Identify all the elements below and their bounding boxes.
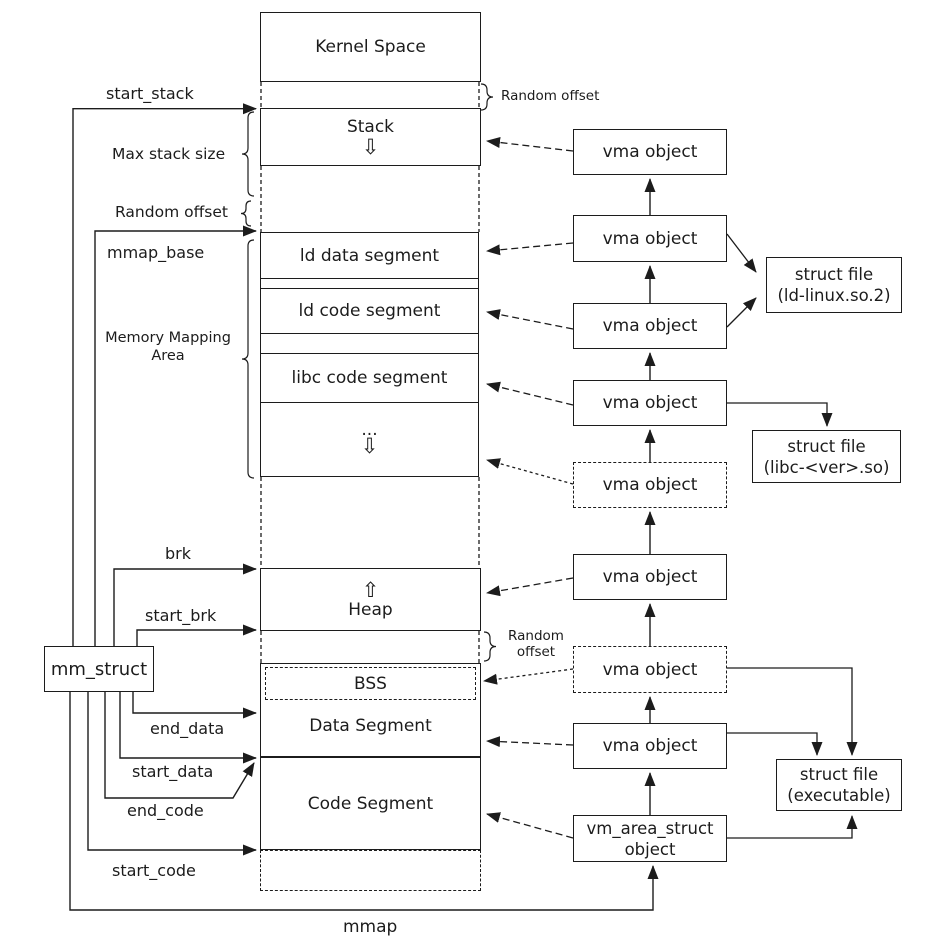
ld-data-segment-region: ld data segment (261, 233, 478, 279)
vma-object-label: vma object (602, 567, 698, 587)
mmap-base-line (94, 225, 257, 646)
data-segment-box: BSS Data Segment (260, 663, 481, 757)
code-segment-label: Code Segment (307, 793, 434, 814)
label-start-stack: start_stack (106, 84, 194, 103)
stack-box: Stack ⇩ (260, 108, 481, 166)
vma-object-box-stack: vma object (573, 129, 727, 175)
column-dashed-edges (260, 82, 480, 663)
vma-object-label: vma object (602, 736, 698, 756)
struct-file-exec-line1: struct file (799, 765, 879, 784)
more-mappings-region: ... ⇩ (261, 403, 478, 476)
mm-struct-box: mm_struct (44, 646, 154, 692)
memory-mapping-column: ld data segment ld code segment libc cod… (260, 232, 479, 477)
label-random-offset-top: Random offset (501, 88, 600, 104)
mm-struct-label: mm_struct (50, 658, 148, 680)
memory-mapping-line1: Memory Mapping (105, 330, 231, 346)
brk-line (113, 563, 257, 646)
vm-area-struct-object-box: vm_area_struct object (573, 815, 727, 862)
struct-file-libc-line2: (libc-<ver>.so) (763, 457, 890, 477)
struct-file-libc-box: struct file (libc-<ver>.so) (752, 430, 901, 483)
bss-box: BSS (265, 667, 476, 700)
vma-object-box-ld-data: vma object (573, 215, 727, 262)
label-end-data: end_data (150, 719, 225, 738)
heap-box: ⇧ Heap (260, 568, 481, 631)
label-max-stack-size: Max stack size (112, 145, 226, 163)
struct-file-exec-line2: (executable) (787, 786, 891, 805)
libc-code-segment-region: libc code segment (261, 354, 478, 403)
stack-grow-down-icon: ⇩ (361, 135, 380, 159)
vma-object-label: vma object (602, 228, 698, 249)
vma-object-box-data: vma object (573, 723, 727, 769)
brace-random-offset-left (240, 200, 252, 227)
brace-max-stack-size (241, 111, 255, 197)
struct-file-ld-line1: struct file (794, 265, 874, 284)
mm-struct-pointer-lines (69, 103, 659, 911)
ellipsis-label: ... (361, 419, 378, 440)
braces (240, 83, 497, 662)
vma-object-box-ld-code: vma object (573, 303, 727, 349)
struct-file-ld-line2: (ld-linux.so.2) (777, 286, 891, 305)
start-code-line (87, 692, 257, 856)
vma-object-label: vma object (602, 393, 698, 413)
kernel-space-box: Kernel Space (260, 12, 481, 82)
heap-grow-up-icon: ⇧ (361, 577, 380, 602)
vma-object-label: vma object (602, 659, 698, 680)
stack-label: Stack (346, 117, 395, 137)
vma-object-box-bss: vma object (573, 646, 727, 693)
brace-random-offset-right (483, 631, 497, 662)
vma-object-label: vma object (602, 475, 698, 495)
vma-object-box-heap: vma object (573, 554, 727, 600)
random-offset-right-line1: Random (508, 628, 564, 644)
vma-object-box-more: vma object (573, 462, 727, 508)
vma-object-label: vma object (602, 316, 698, 336)
brace-random-offset-top (480, 83, 494, 111)
label-start-data: start_data (132, 762, 214, 781)
struct-file-ld-box: struct file (ld-linux.so.2) (766, 257, 902, 313)
vma-to-region-arrows (483, 137, 574, 839)
label-mmap: mmap (343, 917, 398, 937)
struct-file-exec-box: struct file (executable) (776, 759, 902, 811)
label-random-offset-left: Random offset (115, 203, 228, 221)
kernel-space-label: Kernel Space (315, 37, 426, 57)
brace-memory-mapping-area (241, 239, 255, 479)
label-start-brk: start_brk (145, 606, 217, 625)
vm-area-struct-line1: vm_area_struct (586, 818, 714, 838)
vma-to-struct-file-links (726, 233, 858, 839)
gap-region-2 (261, 334, 478, 354)
ld-data-segment-label: ld data segment (299, 245, 440, 266)
end-code-line (104, 692, 255, 799)
libc-code-segment-label: libc code segment (291, 368, 448, 388)
mmap-grow-down-icon: ⇩ (360, 433, 379, 458)
random-offset-right-line2: offset (516, 644, 556, 660)
bss-label: BSS (354, 673, 387, 694)
heap-label: Heap (348, 599, 393, 620)
struct-file-libc-line1: struct file (787, 436, 866, 456)
start-data-line (119, 692, 257, 764)
start-brk-line (136, 624, 257, 646)
vm-area-struct-line2: object (624, 839, 676, 859)
ld-code-segment-label: ld code segment (298, 301, 441, 321)
vma-object-box-libc: vma object (573, 380, 727, 426)
mmap-line (69, 692, 659, 911)
label-random-offset-right: Random offset (502, 628, 570, 660)
vma-object-label: vma object (602, 142, 698, 162)
label-end-code: end_code (127, 801, 204, 820)
code-segment-box: Code Segment (260, 757, 481, 850)
label-start-code: start_code (112, 861, 196, 880)
below-code-region-box (260, 850, 481, 891)
data-segment-label: Data Segment (309, 716, 432, 736)
label-mmap-base: mmap_base (107, 243, 205, 262)
gap-region-1 (261, 279, 478, 289)
ld-code-segment-region: ld code segment (261, 289, 478, 334)
memory-mapping-line2: Area (151, 348, 185, 364)
label-brk: brk (165, 544, 191, 563)
start-stack-line (72, 103, 257, 646)
end-data-line (132, 692, 257, 719)
label-memory-mapping-area: Memory Mapping Area (92, 329, 244, 365)
